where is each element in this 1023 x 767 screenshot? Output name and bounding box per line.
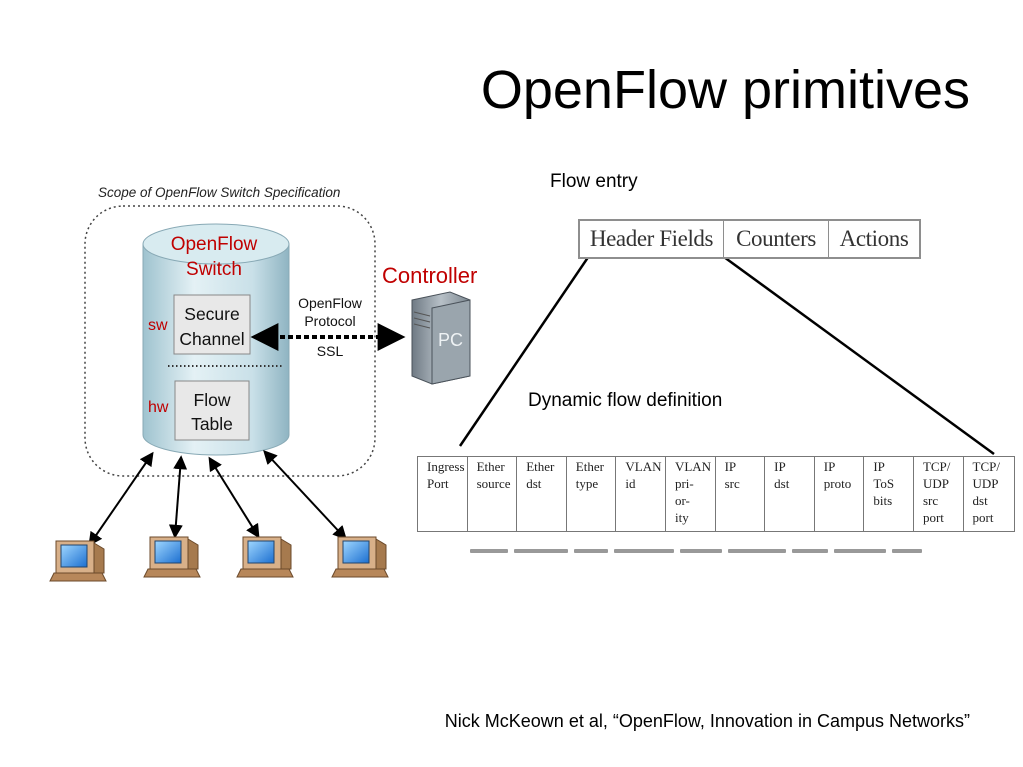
header-field-text: Ether [575,459,604,474]
header-field-cell: VLAN pri-or-ity [666,457,716,531]
header-field-cell: IP src [716,457,766,531]
header-field-cell: TCP/UDP dst port [964,457,1014,531]
host-link-3 [208,456,260,539]
header-field-text: src [724,476,740,491]
secure-channel-line2: Channel [179,329,244,349]
header-field-cell: Ether dst [517,457,567,531]
cropped-caption [470,549,940,555]
protocol-label-line2: Protocol [304,313,355,329]
header-field-text: TCP/ [972,459,1000,474]
host-computer-icon-3 [236,536,294,578]
actions-cell: Actions [839,226,909,251]
flow-entry-label: Flow entry [550,171,638,192]
header-field-cell: IP dst [765,457,815,531]
sw-label: sw [148,317,168,334]
host-link-2 [168,455,188,539]
header-field-text: VLAN [625,459,662,474]
header-field-text: UDP [972,476,999,491]
header-field-text: VLAN [674,459,712,474]
header-field-text: pri- [674,476,694,491]
flow-table-box [174,380,250,441]
header-field-cell: Ether type [567,457,617,531]
header-field-cell: IP proto [815,457,865,531]
flow-table-line1: Flow [194,390,231,410]
header-field-cell: IP ToS bits [864,457,914,531]
header-field-text: IP [873,459,885,474]
protocol-label-line3: SSL [317,343,344,359]
header-field-text: port [922,510,944,525]
header-field-text: proto [823,476,852,491]
hw-label: hw [148,399,169,416]
header-field-text: src [922,493,939,508]
expand-line-left [458,249,595,447]
host-computer-icon-2 [143,536,201,578]
header-field-text: TCP/ [922,459,951,474]
citation: Nick McKeown et al, “OpenFlow, Innovatio… [444,711,970,731]
header-field-text: Ether [476,459,505,474]
header-field-text: dst [774,476,790,491]
controller-label: Controller [382,263,477,288]
header-field-cell: Ether source [468,457,518,531]
switch-title-line1: OpenFlow [171,234,258,255]
header-field-text: source [476,476,511,491]
slide-title: OpenFlow primitives [480,60,970,120]
host-link-4 [263,449,347,541]
header-field-text: UDP [922,476,949,491]
header-field-text: Ingress [427,459,465,474]
secure-channel-box [173,294,251,355]
header-field-text: IP [823,459,836,474]
switch-title-line2: Switch [186,259,242,280]
pc-tower-icon [411,291,471,385]
flow-entry-table: Header Fields Counters Actions [578,219,921,259]
flow-table-line2: Table [191,414,233,434]
header-field-text: dst [972,493,988,508]
header-field-cell: VLAN id [616,457,666,531]
header-field-text: ToS [873,476,895,491]
header-field-text: dst [526,476,542,491]
header-field-text: or- [674,493,690,508]
header-field-cell: TCP/UDP src port [914,457,964,531]
host-computer-icon-1 [49,540,107,582]
pc-label: PC [438,330,463,350]
dynamic-flow-label: Dynamic flow definition [528,390,723,411]
header-field-text: type [575,476,599,491]
expand-line-right [723,255,995,456]
header-field-text: id [625,476,636,491]
header-field-text: Port [427,476,449,491]
header-fields-cell: Header Fields [580,221,724,257]
host-computer-icon-4 [331,536,389,578]
header-field-text: port [972,510,994,525]
header-field-text: ity [674,510,689,525]
counters-cell: Counters [724,221,829,257]
protocol-label-line1: OpenFlow [298,295,363,311]
header-field-text: IP [724,459,737,474]
header-field-text: Ether [526,459,555,474]
host-link-1 [88,451,154,547]
header-field-text: bits [873,493,893,508]
scope-label: Scope of OpenFlow Switch Specification [98,185,340,200]
header-field-text: IP [774,459,786,474]
secure-channel-line1: Secure [184,304,239,324]
